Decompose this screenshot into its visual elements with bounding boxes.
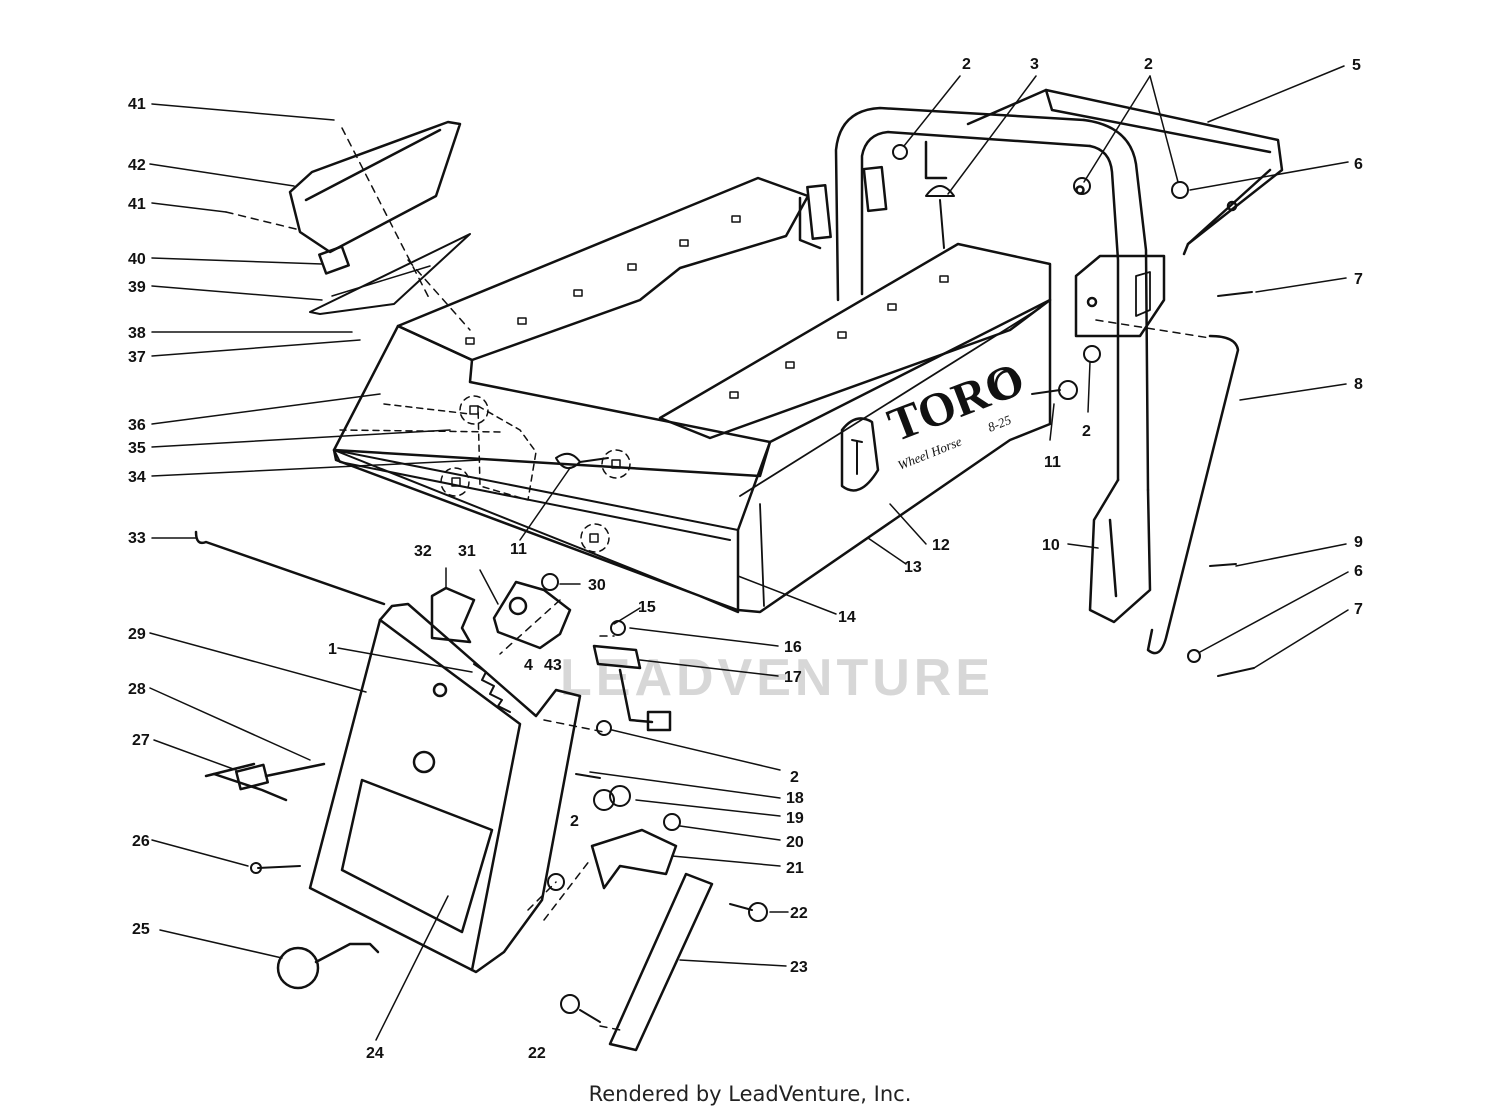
callout-36: 36: [128, 417, 146, 434]
callout-2-topright: 2: [1144, 56, 1153, 73]
callout-5: 5: [1352, 57, 1361, 74]
shift-knob: [276, 942, 380, 990]
callout-21: 21: [786, 860, 804, 877]
callout-13: 13: [904, 559, 922, 576]
callout-38: 38: [128, 325, 146, 342]
callout-16: 16: [784, 639, 802, 656]
callout-28: 28: [128, 681, 146, 698]
support-rod: [1146, 334, 1240, 655]
callout-2-side: 2: [1082, 423, 1091, 440]
callout-40: 40: [128, 251, 146, 268]
render-credit: Rendered by LeadVenture, Inc.: [588, 1082, 912, 1106]
link-plate: [590, 828, 714, 1052]
callout-29: 29: [128, 626, 146, 643]
callout-27: 27: [132, 732, 150, 749]
callout-30: 30: [588, 577, 606, 594]
plug-connector: [592, 644, 672, 732]
callout-19: 19: [786, 810, 804, 827]
callout-7-top: 7: [1354, 271, 1363, 288]
hardware-fasteners: [250, 144, 1255, 1023]
callout-11-side: 11: [1044, 454, 1061, 471]
callout-1: 1: [328, 641, 337, 658]
callout-17: 17: [784, 669, 802, 686]
toro-emblem: [840, 369, 1022, 492]
callout-23: 23: [790, 959, 808, 976]
callout-2-topleft: 2: [962, 56, 971, 73]
callout-37: 37: [128, 349, 146, 366]
callout-2-mid: 2: [790, 769, 799, 786]
callout-6-top: 6: [1354, 156, 1363, 173]
callout-20: 20: [786, 834, 804, 851]
callout-39: 39: [128, 279, 146, 296]
callout-2-low: 2: [570, 813, 579, 830]
callout-7-low: 7: [1354, 601, 1363, 618]
callout-12: 12: [932, 537, 950, 554]
callout-11-front: 11: [510, 541, 527, 558]
callout-8: 8: [1354, 376, 1363, 393]
callout-22-right: 22: [790, 905, 808, 922]
micro-switch: [204, 762, 326, 802]
seat-box-assembly: [332, 176, 1052, 614]
watermark-text: LEADVENTURE: [560, 649, 994, 707]
part-callouts: 41 42 41 40 39 38 37 36 35 34 33 32 31 3…: [128, 56, 1363, 1062]
callout-25: 25: [132, 921, 150, 938]
callout-4: 4: [524, 657, 533, 674]
exploded-parts-diagram: LEADVENTURE: [128, 56, 1363, 1062]
callout-34: 34: [128, 469, 146, 486]
rod-33: [194, 530, 386, 606]
assembly-guide-lines: [225, 127, 1211, 1031]
callout-32: 32: [414, 543, 432, 560]
callout-15: 15: [638, 599, 656, 616]
callout-41-top: 41: [128, 96, 146, 113]
callout-3: 3: [1030, 56, 1039, 73]
callout-35: 35: [128, 440, 146, 457]
callout-41-mid: 41: [128, 196, 146, 213]
switch-cover-assembly: [288, 120, 471, 315]
switch-bracket: [430, 580, 572, 650]
callout-18: 18: [786, 790, 804, 807]
spring-1: [473, 663, 511, 713]
control-panel: [308, 602, 582, 974]
callout-6-low: 6: [1354, 563, 1363, 580]
callout-42: 42: [128, 157, 146, 174]
callout-31: 31: [458, 543, 476, 560]
rollbar-frame: [798, 88, 1284, 624]
callout-14: 14: [838, 609, 856, 626]
callout-43: 43: [544, 657, 562, 674]
callout-9: 9: [1354, 534, 1363, 551]
callout-22-low: 22: [528, 1045, 546, 1062]
callout-33: 33: [128, 530, 146, 547]
leader-lines: [149, 65, 1349, 1041]
callout-26: 26: [132, 833, 150, 850]
callout-24: 24: [366, 1045, 384, 1062]
callout-10: 10: [1042, 537, 1060, 554]
